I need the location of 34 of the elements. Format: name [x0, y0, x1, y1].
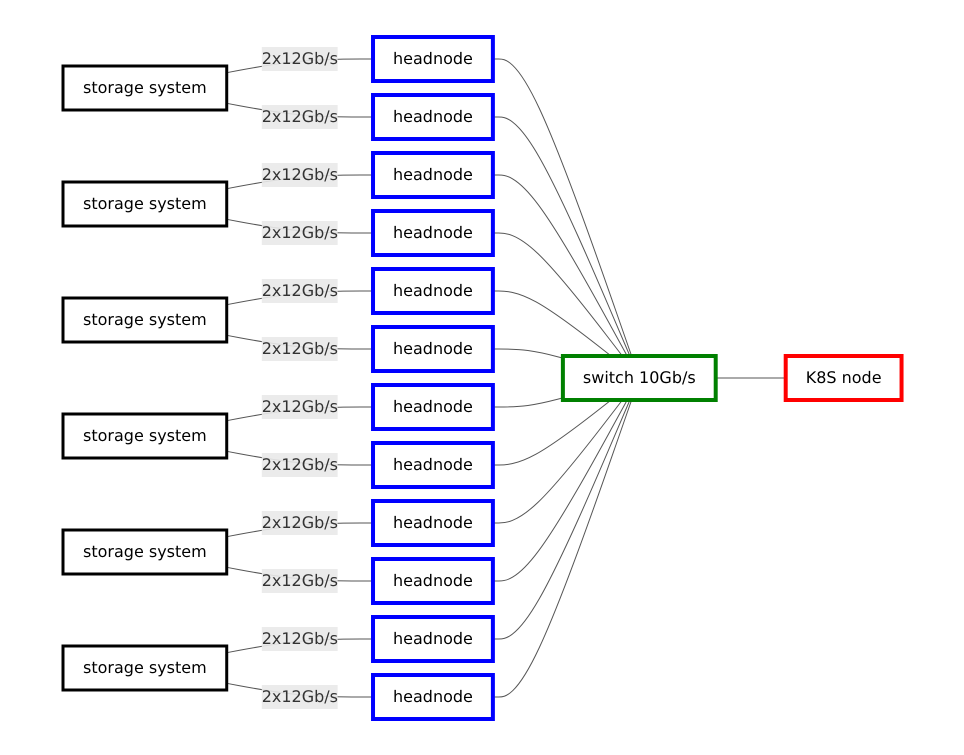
node-box: storage system: [61, 528, 228, 575]
connector: [492, 348, 564, 358]
edge-label: 2x12Gb/s: [261, 396, 338, 416]
edge-label: 2x12Gb/s: [261, 512, 338, 532]
node-box: headnode: [370, 614, 495, 662]
connector: [714, 377, 786, 378]
edge-label: 2x12Gb/s: [261, 164, 338, 184]
node-box: headnode: [370, 150, 495, 198]
node-box: K8S node: [783, 354, 904, 402]
node-box: headnode: [370, 382, 495, 430]
node-box: switch 10Gb/s: [560, 354, 718, 402]
node-box: headnode: [370, 34, 495, 82]
edge-label: 2x12Gb/s: [261, 628, 338, 648]
edge-label: 2x12Gb/s: [261, 48, 338, 68]
node-box: storage system: [61, 412, 228, 459]
node-box: headnode: [370, 440, 495, 488]
node-box: headnode: [370, 498, 495, 546]
edge-label: 2x12Gb/s: [261, 686, 338, 706]
node-box: storage system: [61, 180, 228, 227]
edge-label: 2x12Gb/s: [261, 280, 338, 300]
edge-label: 2x12Gb/s: [261, 454, 338, 474]
node-box: headnode: [370, 92, 495, 140]
node-box: headnode: [370, 324, 495, 372]
node-box: storage system: [61, 644, 228, 691]
node-box: headnode: [370, 266, 495, 314]
edge-label: 2x12Gb/s: [261, 106, 338, 126]
edge-label: 2x12Gb/s: [261, 338, 338, 358]
node-box: headnode: [370, 556, 495, 604]
edge-label: 2x12Gb/s: [261, 222, 338, 242]
node-box: headnode: [370, 672, 495, 720]
node-box: headnode: [370, 208, 495, 256]
node-box: storage system: [61, 64, 228, 111]
node-box: storage system: [61, 296, 228, 343]
edge-label: 2x12Gb/s: [261, 570, 338, 590]
